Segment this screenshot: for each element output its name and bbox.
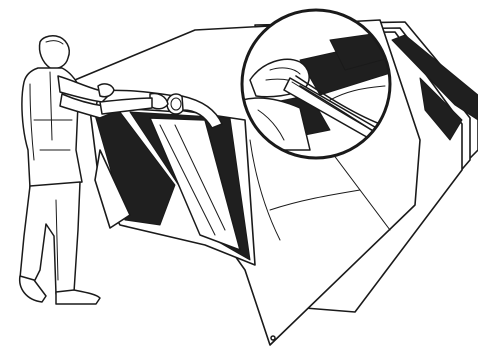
person-shoe-right bbox=[56, 290, 100, 304]
person-legs bbox=[20, 182, 80, 294]
corner-grommet bbox=[271, 336, 275, 340]
person-hand-left bbox=[98, 84, 114, 97]
inner-tent-drape bbox=[90, 108, 255, 265]
person-shoe-left bbox=[20, 276, 46, 302]
